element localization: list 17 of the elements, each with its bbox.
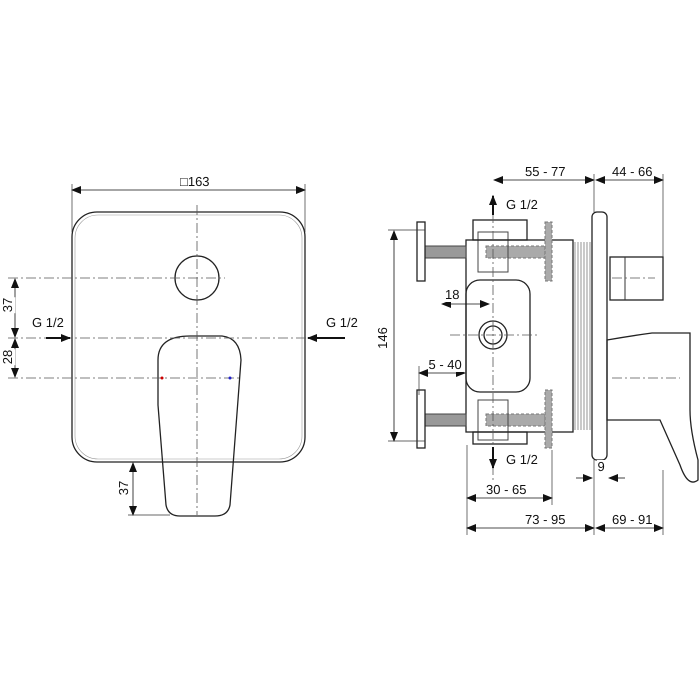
dimension-label: 55 - 77 — [524, 165, 566, 179]
dimension-label: 5 - 40 — [428, 358, 463, 372]
dimension-label: 30 - 65 — [485, 483, 528, 497]
dimension-label: □163 — [179, 175, 211, 189]
dimension-label: G 1/2 — [31, 316, 65, 330]
dimension-label: 37 — [1, 296, 16, 314]
dimension-label: G 1/2 — [505, 198, 539, 212]
dimension-label: 73 - 95 — [524, 513, 566, 527]
dimension-label: 44 - 66 — [611, 165, 654, 179]
dimension-label: 37 — [117, 480, 132, 496]
dimension-label: 28 — [1, 348, 16, 366]
dimension-label: 9 — [596, 460, 606, 474]
dimension-label: 146 — [376, 326, 390, 350]
dimension-label: G 1/2 — [325, 316, 359, 330]
dimension-label: G 1/2 — [505, 453, 539, 467]
dimension-label: 69 - 91 — [611, 513, 654, 527]
dimension-label: 18 — [444, 288, 460, 302]
